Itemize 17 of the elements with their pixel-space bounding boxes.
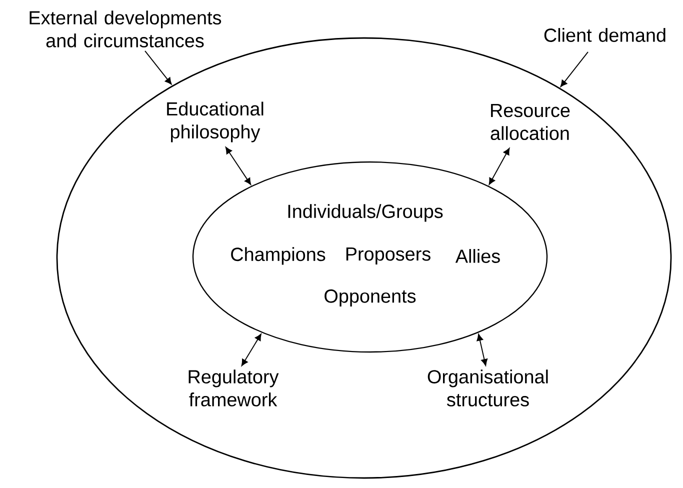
label: Educational philosophy bbox=[167, 102, 264, 142]
label: Regulatory framework bbox=[188, 370, 279, 406]
arrow bbox=[241, 334, 262, 366]
arrow bbox=[560, 52, 588, 87]
label: Individuals/Groups bbox=[288, 204, 443, 222]
label: Proposers bbox=[346, 248, 430, 264]
label: Client demand bbox=[544, 28, 666, 42]
label: External developments and circumstances bbox=[30, 10, 222, 48]
arrow bbox=[144, 50, 172, 85]
label: Champions bbox=[231, 247, 326, 265]
label: Opponents bbox=[324, 289, 416, 307]
label: Organisational structures bbox=[428, 370, 548, 406]
label: Resource allocation bbox=[490, 104, 570, 140]
arrow bbox=[476, 334, 488, 366]
arrow bbox=[225, 146, 252, 185]
arrow bbox=[488, 148, 510, 185]
label: Allies bbox=[455, 249, 500, 263]
